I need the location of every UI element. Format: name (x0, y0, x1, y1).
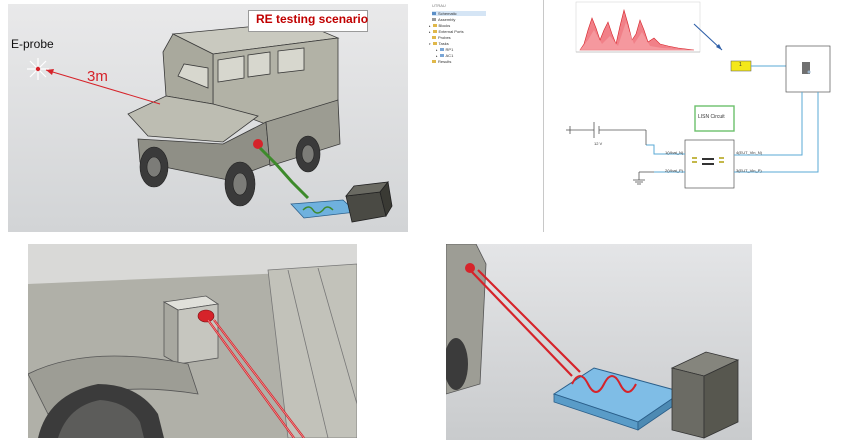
tree-header: UTRAU (432, 3, 446, 8)
ground-symbol (633, 171, 654, 185)
schematic-panel: UTRAU Schematic Assembly ▸Blocks ▸Extern… (428, 0, 858, 232)
tree-item-assembly[interactable]: Assembly (432, 17, 455, 22)
tree-item-tasks[interactable]: ▾Tasks (429, 41, 449, 46)
vehicle-scene-panel: RE testing scenario E-probe 3m (8, 4, 408, 232)
tree-item-rp1[interactable]: ▸RP1 (436, 47, 454, 52)
closeup-harness-panel (446, 244, 752, 440)
battery-symbol (566, 122, 647, 145)
scenario-title: RE testing scenario (256, 12, 369, 26)
harness-cable (258, 146, 310, 200)
vehicle-wheels (139, 135, 321, 207)
schematic-wires (646, 92, 819, 173)
tree-item-schematic[interactable]: Schematic (432, 11, 486, 16)
e-probe-label: E-probe (11, 37, 54, 51)
closeup-connector (197, 309, 215, 323)
distance-label: 3m (87, 68, 108, 85)
spectrum-plot (575, 1, 701, 53)
tree-item-ac1[interactable]: ▸AC1 (436, 53, 454, 58)
link-arrow (693, 23, 723, 51)
tree-item-blocks[interactable]: ▸Blocks (429, 23, 451, 28)
humvee-model (127, 21, 341, 181)
vehicle-scene-drawing (8, 4, 408, 232)
schematic-canvas[interactable]: 1 LISN Circuit 12 V 1(Vbat_N) 2(Vbat_P) … (544, 0, 858, 232)
distance-arrow (45, 69, 161, 105)
tree-item-probes[interactable]: Probes (432, 35, 451, 40)
vehicle-connector (253, 139, 263, 149)
schematic-drawing (566, 1, 831, 189)
closeup-harness-drawing (446, 244, 752, 440)
battery-label: 12 V (594, 141, 603, 146)
port-in-pos-label: 1(Vbat_N) (665, 150, 684, 155)
harness-connector (465, 263, 475, 273)
lisn-label: LISN Circuit (698, 114, 725, 120)
tree-item-results[interactable]: Results (432, 59, 451, 64)
port-in-neg-label: 2(Vbat_P) (665, 168, 684, 173)
port-out-neg-label: 3(EUT_Vin_P) (736, 168, 762, 173)
port-out-pos-label: 4(EUT_Vin_N) (736, 150, 762, 155)
closeup-connector-drawing (28, 244, 357, 438)
port-number: 1 (739, 62, 742, 68)
navigation-tree: UTRAU Schematic Assembly ▸Blocks ▸Extern… (428, 0, 544, 232)
tree-item-external-ports[interactable]: ▸External Ports (429, 29, 464, 34)
closeup-connector-panel (28, 244, 357, 438)
lisn-label-box (694, 105, 735, 132)
e-probe-marker (27, 58, 49, 80)
scenario-title-box (248, 10, 368, 32)
